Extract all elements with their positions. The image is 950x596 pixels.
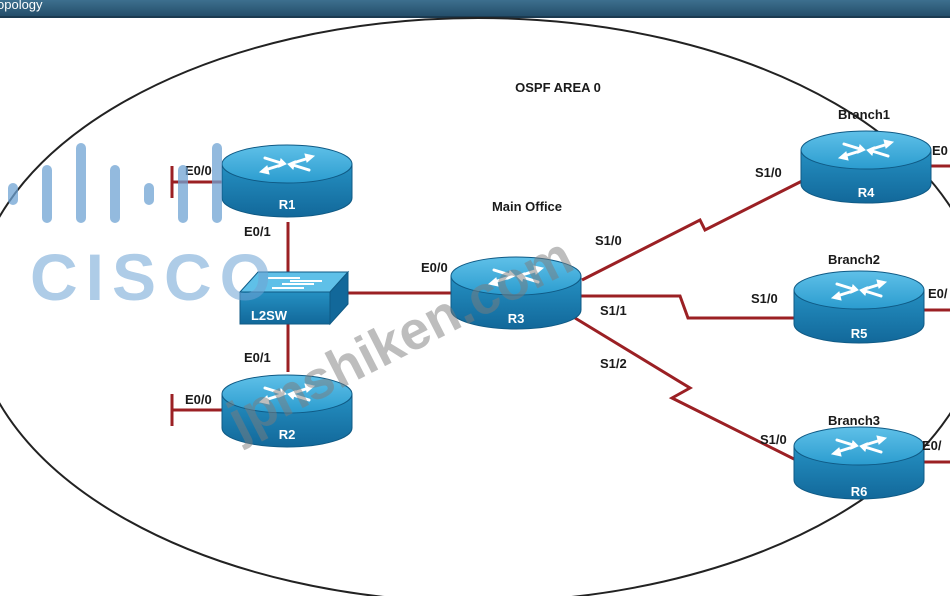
site-branch1: Branch1 xyxy=(838,107,890,122)
link-r3-r4 xyxy=(581,174,813,282)
link-r3-r5 xyxy=(580,294,800,320)
iface-r6-s10: S1/0 xyxy=(760,432,787,447)
iface-r6-e0: E0/ xyxy=(922,438,942,453)
iface-r4-s10: S1/0 xyxy=(755,165,782,180)
cisco-logo-watermark: CISCO xyxy=(8,143,279,314)
router-r3-label: R3 xyxy=(508,311,525,326)
iface-r1-e00: E0/0 xyxy=(185,163,212,178)
router-r6-label: R6 xyxy=(851,484,868,499)
router-r5[interactable]: R5 xyxy=(792,269,926,345)
router-r4-label: R4 xyxy=(858,185,875,200)
router-r2-label: R2 xyxy=(279,427,296,442)
iface-r2-e01: E0/1 xyxy=(244,350,271,365)
window-title: opology xyxy=(0,0,43,12)
iface-r3-s12: S1/2 xyxy=(600,356,627,371)
router-r2[interactable]: R2 xyxy=(220,373,354,449)
router-r3[interactable]: R3 xyxy=(449,255,583,331)
link-r3-r6 xyxy=(574,316,801,464)
router-r1[interactable]: R1 xyxy=(220,143,354,219)
switch-l2sw[interactable]: L2SW xyxy=(238,270,350,326)
router-r4[interactable]: R4 xyxy=(799,129,933,205)
title-bar: opology xyxy=(0,0,950,18)
area-label: OSPF AREA 0 xyxy=(515,80,601,95)
router-r5-label: R5 xyxy=(851,326,868,341)
iface-r1-e01: E0/1 xyxy=(244,224,271,239)
iface-r5-s10: S1/0 xyxy=(751,291,778,306)
site-branch3: Branch3 xyxy=(828,413,880,428)
iface-r3-s10: S1/0 xyxy=(595,233,622,248)
switch-arrows-icon xyxy=(268,277,322,289)
iface-r4-e0: E0 xyxy=(932,143,948,158)
site-main-office: Main Office xyxy=(492,199,562,214)
site-branch2: Branch2 xyxy=(828,252,880,267)
iface-r3-e00: E0/0 xyxy=(421,260,448,275)
router-r1-label: R1 xyxy=(279,197,296,212)
router-r6[interactable]: R6 xyxy=(792,425,926,501)
cisco-logo-text: CISCO xyxy=(30,240,279,314)
iface-r2-e00: E0/0 xyxy=(185,392,212,407)
iface-r3-s11: S1/1 xyxy=(600,303,627,318)
ospf-area-boundary xyxy=(0,17,950,596)
switch-label: L2SW xyxy=(251,308,288,323)
iface-r5-e0: E0/ xyxy=(928,286,948,301)
